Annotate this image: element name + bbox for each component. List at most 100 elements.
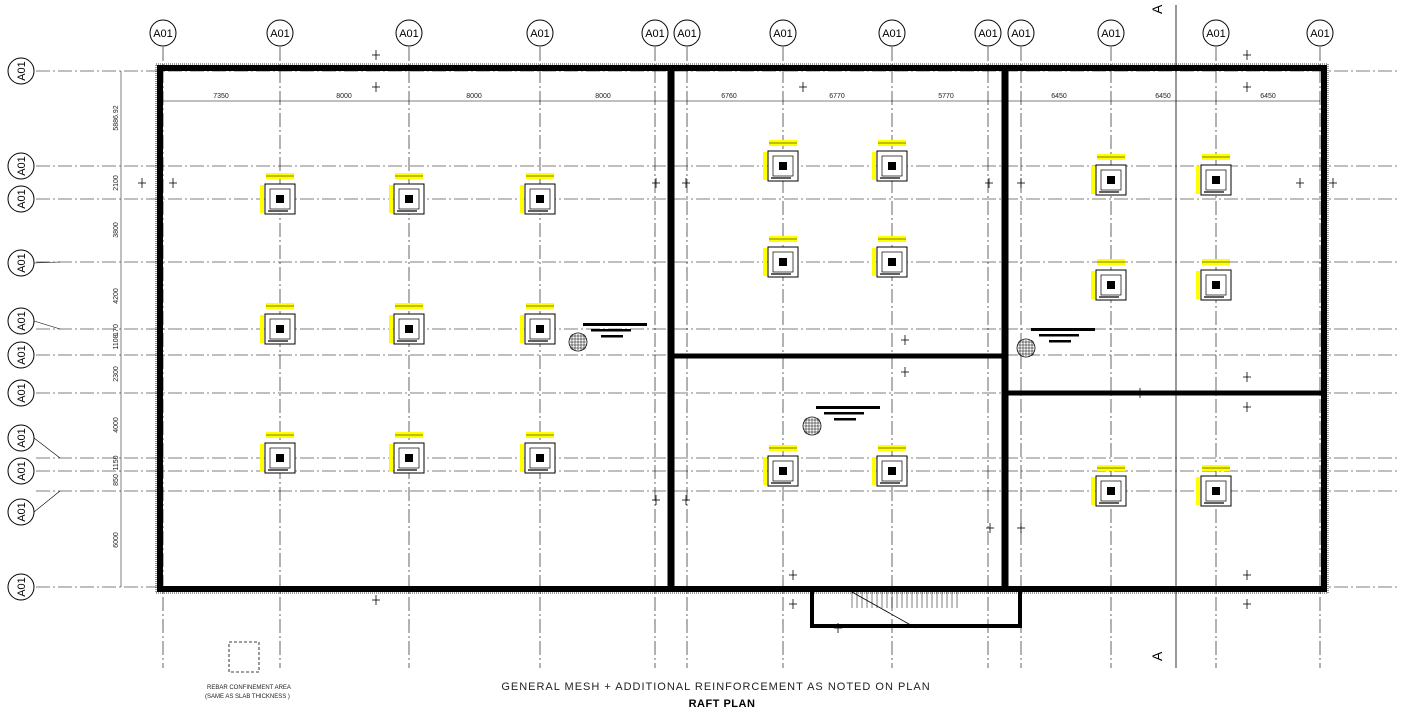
footing-highlight xyxy=(763,248,767,276)
left-dimension: 4200 xyxy=(113,288,120,304)
general-note: GENERAL MESH + ADDITIONAL REINFORCEMENT … xyxy=(501,681,930,693)
footing-highlight xyxy=(1091,166,1095,194)
footing-inner xyxy=(772,460,794,482)
grid-bubble-label: A01 xyxy=(16,156,28,176)
column-footings xyxy=(260,140,1232,507)
footing-inner xyxy=(529,188,551,210)
left-dimension: 1108 xyxy=(113,334,120,349)
grid-bubble-left xyxy=(7,379,35,407)
grid-bubble-label: A01 xyxy=(882,28,902,40)
column xyxy=(1107,487,1115,495)
grid-bubble-label: A01 xyxy=(270,28,290,40)
mesh-label-bar xyxy=(591,329,631,332)
grid-bubble-top xyxy=(266,19,294,47)
top-dimension: 8000 xyxy=(466,93,482,100)
grid-leader xyxy=(33,490,61,513)
grid-bubble-label: A01 xyxy=(1206,28,1226,40)
footing-highlight xyxy=(389,185,393,213)
column xyxy=(1107,281,1115,289)
column xyxy=(888,258,896,266)
column xyxy=(1212,487,1220,495)
grid-bubble-left xyxy=(7,341,35,369)
grid-bubble-label: A01 xyxy=(16,311,28,331)
left-dimension: 170 xyxy=(113,324,120,336)
grid-bubble-label: A01 xyxy=(530,28,550,40)
walls xyxy=(155,63,1329,629)
legend-line-1: REBAR CONFINEMENT AREA xyxy=(207,685,291,691)
top-dimension: 6760 xyxy=(721,93,737,100)
grid-bubble-label: A01 xyxy=(645,28,665,40)
footing-inner xyxy=(269,447,291,469)
grid-bubble-label: A01 xyxy=(16,502,28,522)
grid-bubble-label: A01 xyxy=(978,28,998,40)
left-dimension: 4000 xyxy=(113,417,120,433)
footing-highlight xyxy=(520,185,524,213)
footing-highlight xyxy=(520,444,524,472)
footing-inner xyxy=(529,447,551,469)
footing-inner xyxy=(1100,274,1122,296)
grid-bubble-label: A01 xyxy=(16,253,28,273)
grid-bubble-left xyxy=(7,57,35,85)
footing-inner xyxy=(881,251,903,273)
footing-highlight xyxy=(763,152,767,180)
annotations xyxy=(138,50,1337,633)
legend-box xyxy=(228,641,260,673)
footing-inner xyxy=(772,251,794,273)
grid-bubble-label: A01 xyxy=(153,28,173,40)
section-mark-bottom: A xyxy=(1149,651,1165,661)
column xyxy=(276,454,284,462)
column xyxy=(536,454,544,462)
grid-bubble-label: A01 xyxy=(16,461,28,481)
stair-pit xyxy=(810,587,1022,628)
grid-bubble-left xyxy=(7,185,35,213)
grid-bubble-top xyxy=(1202,19,1230,47)
left-dimension: 5886.92 xyxy=(113,105,120,130)
footing-inner xyxy=(398,447,420,469)
left-dimension: 850 xyxy=(113,474,120,486)
mesh-label-bar xyxy=(834,418,856,421)
grid-leader xyxy=(33,320,61,330)
footing-highlight xyxy=(389,444,393,472)
grid-leader xyxy=(33,437,61,459)
left-dimension: 1150 xyxy=(113,455,120,470)
column xyxy=(536,195,544,203)
drawing-title: RAFT PLAN xyxy=(689,698,756,710)
grid-bubble-label: A01 xyxy=(16,428,28,448)
grid-bubble-label: A01 xyxy=(1101,28,1121,40)
grid-bubble-top xyxy=(149,19,177,47)
grid-bubble-top xyxy=(1097,19,1125,47)
legend-line-2: (SAME AS SLAB THICKNESS ) xyxy=(205,694,290,700)
top-dimension: 7350 xyxy=(213,93,229,100)
grid-bubble-top xyxy=(974,19,1002,47)
grid-bubble-left xyxy=(7,152,35,180)
raft-edge xyxy=(155,63,1329,594)
mesh-label-bar xyxy=(816,406,880,409)
footing-highlight xyxy=(763,457,767,485)
footing-highlight xyxy=(260,315,264,343)
grid-leader xyxy=(33,261,61,264)
top-dimension: 6450 xyxy=(1155,93,1171,100)
column xyxy=(779,258,787,266)
column xyxy=(779,162,787,170)
grid-bubble-label: A01 xyxy=(16,61,28,81)
grid-bubble-left xyxy=(7,573,35,601)
mesh-label-bar xyxy=(601,335,623,338)
footing-highlight xyxy=(1196,477,1200,505)
column xyxy=(888,467,896,475)
column xyxy=(276,325,284,333)
grid-bubble-top xyxy=(878,19,906,47)
footing-highlight xyxy=(1196,271,1200,299)
top-dimension: 5770 xyxy=(938,93,954,100)
grid-bubble-top xyxy=(1007,19,1035,47)
grid-bubble-top xyxy=(1306,19,1334,47)
footing-inner xyxy=(772,155,794,177)
footing-inner xyxy=(1205,274,1227,296)
top-dimension: 8000 xyxy=(336,93,352,100)
grid-bubble-label: A01 xyxy=(16,577,28,597)
mesh-label-bar xyxy=(1039,334,1079,337)
column xyxy=(1212,281,1220,289)
footing-highlight xyxy=(1196,166,1200,194)
grid-bubble-top xyxy=(395,19,423,47)
